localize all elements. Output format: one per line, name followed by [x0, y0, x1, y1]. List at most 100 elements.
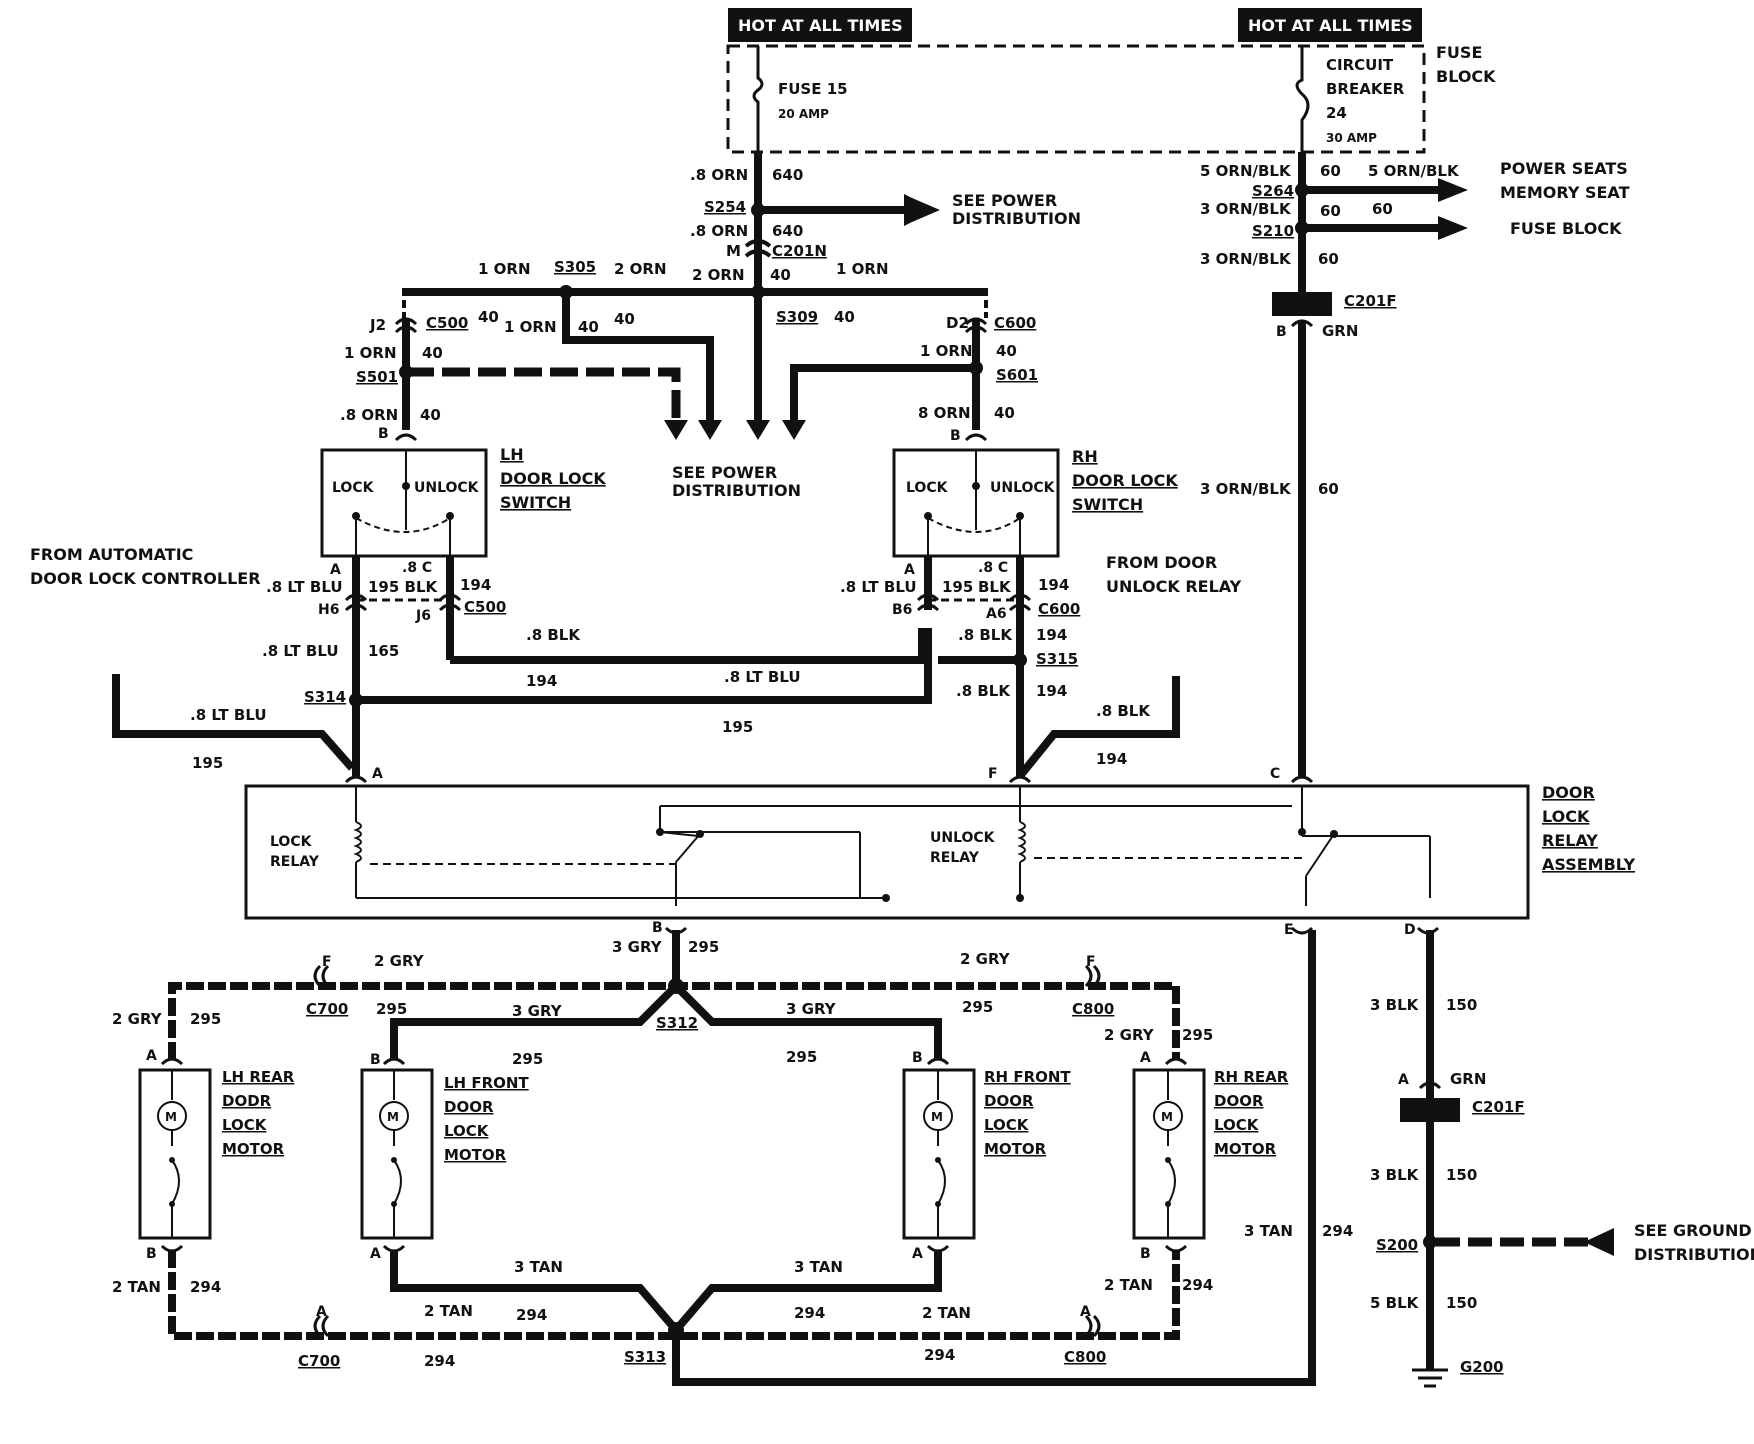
m-295-c: 295 — [512, 1050, 543, 1068]
m-rhr-295: 295 — [1182, 1026, 1213, 1044]
lh-h6: H6 — [318, 602, 339, 618]
wire-640-a: .8 ORN — [690, 166, 748, 184]
wire-2orn-a: 2 ORN — [614, 260, 667, 278]
rhf-title-1: RH FRONT — [984, 1068, 1071, 1086]
m-pin-a-lhf: A — [370, 1246, 381, 1262]
mid-195: 195 — [722, 718, 753, 736]
m-c800-top: C800 — [1072, 1000, 1114, 1018]
rh-front-door-lock-motor: M — [902, 1068, 976, 1240]
motor-m-label: M — [165, 1110, 177, 1124]
rf-60-c: 60 — [1372, 200, 1393, 218]
rh-title-3: SWITCH — [1072, 495, 1143, 514]
lh-front-door-lock-motor: M — [360, 1068, 434, 1240]
relay-pin-e: E — [1284, 922, 1294, 938]
relay-pin-d: D — [1404, 922, 1416, 938]
door-lock-relay-assembly: A F C — [244, 766, 1635, 938]
rh-ext-194: 194 — [1096, 750, 1127, 768]
mid-wire-blk: .8 BLK — [526, 626, 581, 644]
rh-194: 194 — [1038, 576, 1069, 594]
rh-c600: C600 — [994, 314, 1036, 332]
right-feed-marks — [1272, 178, 1468, 316]
lh-unlock-label: UNLOCK — [414, 480, 480, 496]
unlock-relay-2: RELAY — [930, 850, 980, 866]
circuit-640-b: 640 — [772, 222, 803, 240]
m-3tan-left: 3 TAN — [514, 1258, 563, 1276]
rh-circuit-40-b: 40 — [994, 404, 1015, 422]
connector-m: M — [726, 242, 741, 260]
rh-door-lock-switch: D2 C600 1 ORN 40 S601 8 ORN 40 B LOCK UN… — [840, 314, 1178, 622]
g-150-c: 150 — [1446, 1294, 1477, 1312]
m-lhr-gry: 2 GRY — [112, 1010, 163, 1028]
rhf-title-2: DOOR — [984, 1092, 1034, 1110]
lhr-title-2: DODR — [222, 1092, 272, 1110]
rh-lock-label: LOCK — [906, 480, 949, 496]
rh-c600b: C600 — [1038, 600, 1080, 618]
see-power-1: SEE POWER — [952, 191, 1057, 210]
lhf-title-3: LOCK — [444, 1122, 490, 1140]
m-pin-b-rhf: B — [912, 1050, 923, 1066]
fuse-block-title-1: FUSE — [1436, 43, 1482, 62]
lh-title-3: SWITCH — [500, 493, 571, 512]
g-grn: GRN — [1450, 1070, 1486, 1088]
rh-a6: A6 — [986, 606, 1007, 622]
m-3gry-right: 3 GRY — [786, 1000, 837, 1018]
rhr-title-3: LOCK — [1214, 1116, 1260, 1134]
see-power-center-2: DISTRIBUTION — [672, 481, 801, 500]
m-lhr-295: 295 — [190, 1010, 221, 1028]
m-lhr-294: 294 — [190, 1278, 221, 1296]
lh-circuit-40-b: 40 — [420, 406, 441, 424]
lhf-title-2: DOOR — [444, 1098, 494, 1116]
splice-s314: S314 — [304, 688, 346, 706]
motor-labels: 3 GRY 295 F 2 GRY 2 GRY F C700 295 3 GRY… — [112, 938, 1353, 1370]
splices-middle — [349, 653, 1027, 707]
m-3tan-right: 3 TAN — [794, 1258, 843, 1276]
rf-c201f: C201F — [1344, 292, 1397, 310]
relay-title-3: RELAY — [1542, 831, 1598, 850]
power-seats-2: MEMORY SEAT — [1500, 183, 1630, 202]
relay-title-4: ASSEMBLY — [1542, 855, 1635, 874]
fuse-15-label: FUSE 15 — [778, 80, 848, 98]
m-lhr-tan: 2 TAN — [112, 1278, 161, 1296]
splice-s200: S200 — [1376, 1236, 1418, 1254]
rh-s601: S601 — [996, 366, 1038, 384]
rf-grn: GRN — [1322, 322, 1358, 340]
middle-wiring — [112, 556, 1180, 779]
fuse-15-symbol — [752, 46, 764, 152]
rf-3ornblk-c: 3 ORN/BLK — [1200, 480, 1292, 498]
power-distribution-arrows — [664, 198, 940, 440]
relay-pin-a: A — [372, 766, 383, 782]
splice-s309: S309 — [776, 308, 818, 326]
hot-at-all-times-left: HOT AT ALL TIMES — [738, 16, 903, 35]
rh-b6: B6 — [892, 602, 912, 618]
lh-j6: J6 — [415, 608, 431, 624]
connector-symbols-top — [394, 317, 988, 442]
circuit-40-e: 40 — [834, 308, 855, 326]
rh-pin-a: A — [904, 562, 915, 578]
m-c700-top: C700 — [306, 1000, 348, 1018]
splice-s312: S312 — [656, 1014, 698, 1032]
m-2tan-b: 2 TAN — [922, 1304, 971, 1322]
m-3tan-e: 3 TAN — [1244, 1222, 1293, 1240]
rf-60-b: 60 — [1320, 202, 1341, 220]
rh-ext-blk: .8 BLK — [1096, 702, 1151, 720]
lhf-title-4: MOTOR — [444, 1146, 507, 1164]
rhf-title-3: LOCK — [984, 1116, 1030, 1134]
lh-pin-c: .8 C — [402, 560, 432, 576]
circuit-40-a: 40 — [770, 266, 791, 284]
m-b-3gry: 3 GRY — [612, 938, 663, 956]
rh-d2: D2 — [946, 314, 969, 332]
lh-pin-a: A — [330, 562, 341, 578]
breaker-label-1: CIRCUIT — [1326, 56, 1394, 74]
rh-unlock-label: UNLOCK — [990, 480, 1056, 496]
lh-194: 194 — [460, 576, 491, 594]
splices-top — [399, 203, 983, 379]
wire-1orn-c: 1 ORN — [504, 318, 557, 336]
motor-wiring — [160, 930, 1316, 1386]
wire-1orn-a: 1 ORN — [478, 260, 531, 278]
rf-5ornblk: 5 ORN/BLK — [1200, 162, 1292, 180]
m-295-a: 295 — [376, 1000, 407, 1018]
g-150-b: 150 — [1446, 1166, 1477, 1184]
lh-circuit-40-a: 40 — [422, 344, 443, 362]
